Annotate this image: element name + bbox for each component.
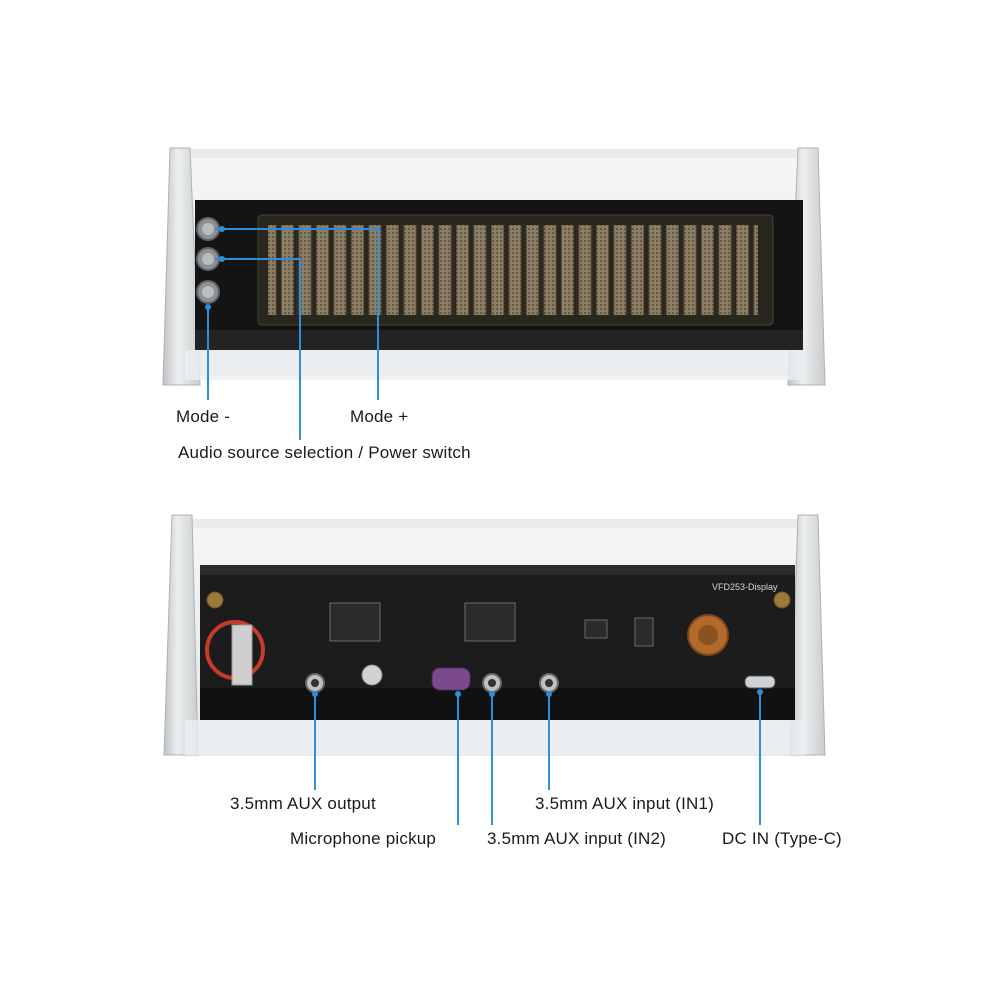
- front-callout-lines: [207, 228, 379, 440]
- mode-plus-label: Mode +: [350, 407, 409, 426]
- usb-c-port[interactable]: [744, 675, 776, 689]
- microphone-label: Microphone pickup: [290, 829, 437, 848]
- audio-source-label: Audio source selection / Power switch: [178, 443, 471, 462]
- board-label: VFD253-Display: [712, 582, 778, 592]
- front-view-device: [162, 147, 826, 386]
- left-bracket: [162, 147, 201, 386]
- back-view-device: VFD253-Display: [163, 514, 826, 756]
- mode-plus-line: [215, 228, 379, 400]
- mcu-chip-2: [464, 602, 516, 642]
- left-bracket-back: [163, 514, 199, 756]
- mode-minus-label: Mode -: [176, 407, 231, 426]
- microphone: [431, 667, 471, 691]
- aux-in2-label: 3.5mm AUX input (IN2): [487, 829, 666, 848]
- pcb-front-strip: [200, 688, 795, 720]
- aux-in1-label: 3.5mm AUX input (IN1): [535, 794, 714, 813]
- mcu-chip-1: [329, 602, 381, 642]
- back-callout-lines: [314, 690, 761, 825]
- aux-output-label: 3.5mm AUX output: [230, 794, 376, 813]
- small-chip: [584, 619, 608, 639]
- audio-source-line: [215, 258, 301, 440]
- dc-in-label: DC IN (Type-C): [722, 829, 842, 848]
